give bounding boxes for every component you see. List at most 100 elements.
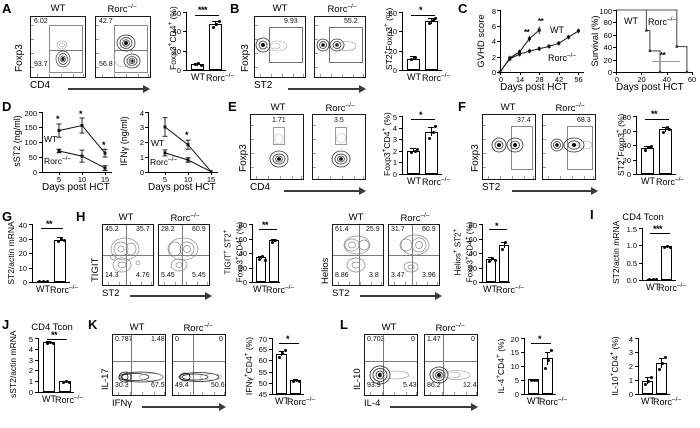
xcat-ko: Rorc–/– [206,72,235,83]
xcat-ko: Rorc–/– [653,396,682,407]
significance-marker: * [286,334,290,344]
xcat-ko: Rorc–/– [658,282,687,293]
panel-h-tigit-x-label: ST2 [102,288,120,299]
bar-ko [209,23,222,70]
ytick: 20 [603,55,612,65]
panel-e-bar-chart: 0 1 2 3 4 5 * Foxp3+CD4+ (%) WT Rorc–/– [381,110,450,187]
series-label-ko: Rorc–/– [150,156,177,167]
significance-marker: ** [51,330,58,340]
ytick: 3 [139,123,144,132]
sst2-series [56,117,108,171]
significance-marker: ** [524,28,530,37]
significance-marker: ** [660,51,666,60]
significance-marker: * [419,110,423,120]
flow-stat: 1.47 [427,336,441,343]
bar-ko [661,246,672,280]
series-label-wt: WT [44,134,58,144]
ytick: 40 [603,43,612,53]
xcat-wt: WT [527,396,541,406]
significance-marker: * [56,114,60,124]
ytick: 50 [258,378,267,388]
panel-c-survival-x-title: Days post HCT [616,82,684,93]
ytick: 80 [238,221,247,230]
flow-stat: 60.9 [422,226,436,233]
ytick: 100 [24,138,37,147]
contour-cloud [429,366,471,384]
flow-stat: 93.7 [34,61,48,68]
bar-ko [54,239,66,282]
ytick: 0 [472,278,477,287]
flow-stat: 86.2 [427,382,441,389]
ytick: 2 [28,366,33,376]
panel-h-tigit-y-label: TIGIT [90,257,101,282]
panel-h-left-group-ko: Rorc–/– [170,212,200,225]
xcat-ko: Rorc–/– [422,176,451,187]
contour-cloud [255,37,288,53]
panel-h-helios-bar-chart: 0 20 40 60 80 * Helios+ ST2+Foxp3+CD4+ (… [452,218,524,295]
panel-b-y-axis-title: ST2+Foxp3+ (%) [383,7,394,70]
xcat-ko: Rorc–/– [50,284,79,295]
ytick: 2 [628,362,633,371]
contour-cloud [110,237,141,273]
bar-wt [641,147,654,174]
xtick: 15 [100,175,110,184]
significance-marker: * [419,5,423,15]
xcat-wt: WT [42,394,56,404]
panel-c-survival-y-title: Survival (%) [590,15,601,67]
flow-stat: 31.7 [391,226,405,233]
panel-g-y-axis-title: ST2/actin mRNA [6,221,16,285]
contour-cloud [399,234,430,273]
ytick: 40 [172,27,181,37]
panel-letter-a: A [2,1,12,16]
panel-h-helios-y-label: Helios [320,257,331,284]
flow-stat: 56.8 [99,61,113,68]
panel-a-flow-wt: 6.02 93.7 [30,16,86,78]
ytick: 3 [392,135,397,145]
flow-stat: 60.9 [192,226,206,233]
flow-stat: 3.96 [422,272,436,279]
ytick: 0 [139,168,144,177]
xtick: 5 [56,175,62,184]
panel-e-flow-wt: 1.71 [250,114,304,180]
ytick: 0.0 [626,276,637,285]
panel-d-ifng-x-title: Days post HCT [148,182,216,193]
bar-ko [425,21,438,70]
ytick: 40 [18,221,27,230]
panel-k-x-label: IFNγ [112,398,133,409]
panel-h-right-group-wt: WT [348,212,364,223]
panel-l-il10-bar-chart: 0 1 2 3 4 IL-10+CD4+ (%) WT Rorc–/– [608,332,682,407]
significance-marker: ** [651,109,658,119]
flow-stat: 0 [219,336,223,343]
panel-a-x-arrow [68,85,150,93]
xtick: 56 [574,75,583,84]
ytick: 80 [603,18,612,28]
flow-stat: 28.2 [161,226,175,233]
panel-l-il10-y-axis-title: IL-10+CD4+ (%) [609,336,620,396]
panel-l-group-ko: Rorc–/– [435,322,465,335]
panel-f-y-axis-title: ST2+Foxp3+ (%) [615,113,626,176]
series-label-wt: WT [550,25,564,35]
flow-stat: 12.4 [463,382,477,389]
panel-c-gvhd-y-title: GVHD score [476,14,487,68]
significance-marker: * [79,109,83,119]
series-label-wt: WT [151,138,165,148]
ytick: 0 [628,390,633,399]
panel-letter-i: I [590,207,594,222]
flow-stat: 3.8 [369,272,379,279]
contour-cloud [369,365,410,385]
panel-letter-h: H [76,209,86,224]
panel-letter-k: K [88,317,98,332]
panel-k-group-ko: Rorc–/– [183,322,213,335]
significance-marker: * [538,334,542,344]
xcat-wt: WT [191,72,205,82]
panel-h-helios-y-axis-title: Helios+ ST2+Foxp3+CD4+ (%) [452,221,475,283]
panel-f-x-arrow [512,187,598,195]
xcat-wt: WT [36,284,50,294]
ytick: 4 [139,109,144,118]
panel-h-right-group-ko: Rorc–/– [400,212,430,225]
ytick: 2 [139,138,144,147]
ytick: 60 [238,234,247,244]
series-label-ko: Rorc–/– [648,16,677,27]
flow-stat: 6.02 [34,18,48,25]
ytick: 4 [628,335,633,344]
